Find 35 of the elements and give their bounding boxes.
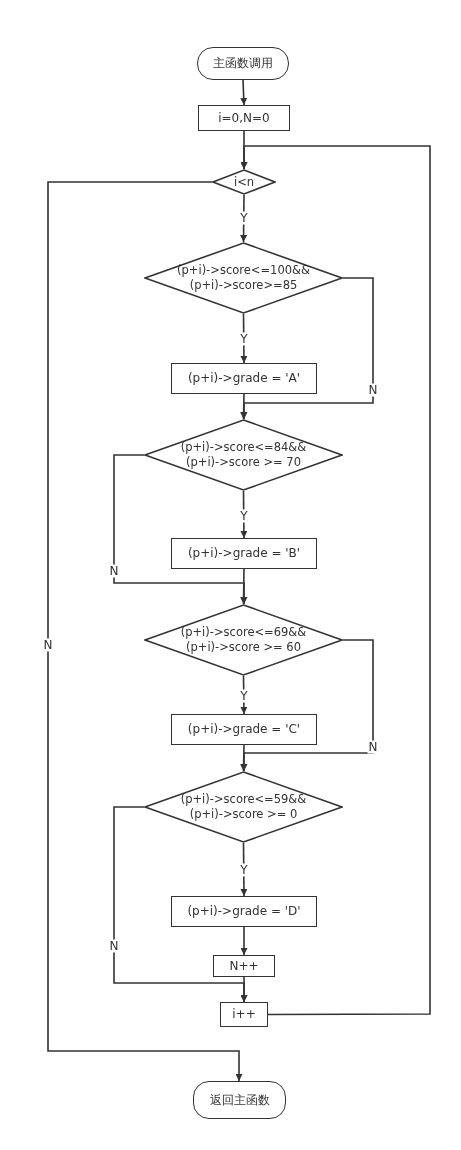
arrow [240,568,248,605]
arrow [240,926,248,956]
process-box: (p+i)->grade = 'C' [171,714,317,745]
edge-label: Y [239,332,249,346]
arrow [113,454,248,605]
process-box: (p+i)->grade = 'A' [171,363,317,394]
arrow [240,639,374,772]
decision-diamond: (p+i)->score<=84&& (p+i)->score >= 70 [144,419,343,491]
process-box: (p+i)->grade = 'B' [171,538,317,569]
arrow [240,393,248,420]
decision-diamond: i<n [212,169,276,195]
decision-diamond: (p+i)->score<=59&& (p+i)->score >= 0 [144,771,343,843]
edge-label: N [367,383,379,397]
decision-diamond: (p+i)->score<=69&& (p+i)->score >= 60 [144,604,343,676]
arrow [240,79,248,106]
end-terminal: 返回主函数 [193,1081,286,1119]
arrow [240,744,248,772]
edge-label: N [108,939,120,953]
edge-label: Y [239,509,249,523]
process-box: i=0,N=0 [198,105,290,131]
process-box: N++ [213,955,275,977]
edge-label: N [108,564,120,578]
edge-label: N [42,638,54,652]
edge-label: N [367,740,379,754]
arrow [240,277,374,420]
arrow [47,181,243,1082]
edge-label: Y [239,863,249,877]
arrow [113,806,248,1003]
process-box: i++ [220,1002,268,1027]
edge-label: Y [239,211,249,225]
process-box: (p+i)->grade = 'D' [171,896,317,927]
edge-label: Y [239,689,249,703]
decision-diamond: (p+i)->score<=100&& (p+i)->score>=85 [144,242,343,314]
start-terminal: 主函数调用 [197,47,289,80]
arrow [240,145,431,1016]
